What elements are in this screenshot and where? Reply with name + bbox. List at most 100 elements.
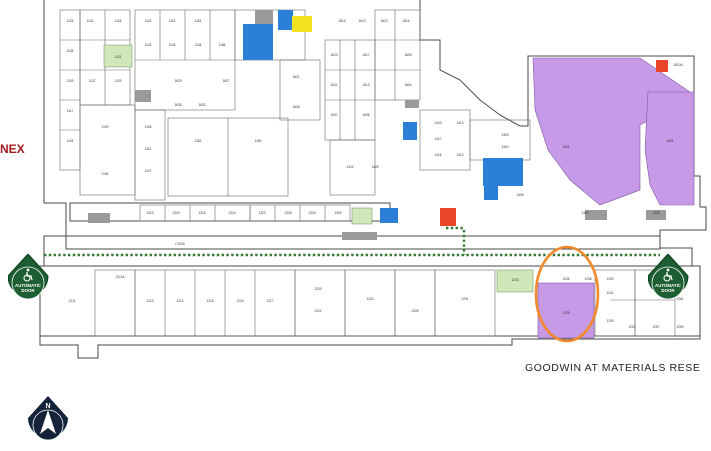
room-label: 1251 xyxy=(628,325,635,329)
room-label: 1322 xyxy=(258,211,265,215)
room-label: 1627 xyxy=(222,79,229,83)
stairs-blue xyxy=(243,10,523,223)
room-label: 1315 xyxy=(198,211,205,215)
room-label: 1326 xyxy=(308,211,315,215)
room-label: 1314 xyxy=(228,211,235,215)
room-label: 1224 xyxy=(366,297,373,301)
room-label: 1217 xyxy=(266,299,273,303)
room-label: 1239 xyxy=(606,277,613,281)
room-label: 1220 xyxy=(314,287,321,291)
room-label: 1213 xyxy=(146,299,153,303)
room-label: 1129 xyxy=(115,79,122,83)
room-label: C1000 xyxy=(175,242,185,246)
north-arrow-icon xyxy=(28,396,68,441)
room-label-layer: 1125 1131 1128 1135 1121 1103 1137 1129 … xyxy=(67,19,684,329)
room-label: 1613 xyxy=(362,83,369,87)
room-label: 1328 xyxy=(284,211,291,215)
room-label: 1103 xyxy=(67,79,74,83)
door-label-line1: AUTOMATIC xyxy=(15,283,41,288)
room-label: 1623 xyxy=(330,53,337,57)
room-label: 1216 xyxy=(236,299,243,303)
room-label: 1241 xyxy=(606,291,613,295)
room-label: 1106 xyxy=(145,125,152,129)
room-label: 1134 xyxy=(195,43,202,47)
room-label: 1107 xyxy=(145,169,152,173)
room-label: 1612 xyxy=(380,19,387,23)
room-label: 1116 xyxy=(169,19,176,23)
room-label: 1121 xyxy=(115,55,122,59)
room-label: 1301 xyxy=(562,145,569,149)
room-label: 1228 xyxy=(411,309,418,313)
room-label: 1117 xyxy=(67,109,74,113)
room-label: 1152 xyxy=(195,139,202,143)
room-label: 1109 xyxy=(102,125,109,129)
room-label: 1310 xyxy=(146,211,153,215)
room-label: 1632 xyxy=(198,103,205,107)
room-label: 1501 xyxy=(666,139,673,143)
room-label: 1150 xyxy=(255,139,262,143)
wheelchair-icon xyxy=(663,268,673,282)
room-label: 1606 xyxy=(362,113,369,117)
green-rooms xyxy=(103,44,534,293)
room-label: 1137 xyxy=(89,79,96,83)
room-label: 1628 xyxy=(292,105,299,109)
room-label: 1300 xyxy=(334,211,341,215)
room-label: 1303 xyxy=(501,133,508,137)
room-label: 1105 xyxy=(102,172,109,176)
lecture-hall xyxy=(532,57,695,339)
room-label: 1410 xyxy=(456,153,463,157)
restroom-room xyxy=(292,16,312,32)
elevator-rooms xyxy=(440,60,668,226)
room-label: 1236 xyxy=(562,277,569,281)
automatic-door-left[interactable]: AUTOMATIC DOOR xyxy=(7,253,56,304)
room-label: 1417 xyxy=(434,137,441,141)
room-label: 1145 xyxy=(169,43,176,47)
room-label: 1261 xyxy=(676,297,683,301)
door-label-line2: DOOR xyxy=(661,288,675,293)
room-label: 1629 xyxy=(174,79,181,83)
room-label: 1222 xyxy=(314,309,321,313)
room-label: 1211A xyxy=(116,275,126,279)
room-label: 1308 xyxy=(652,211,659,215)
room-label: 1231 xyxy=(461,297,468,301)
automatic-door-right[interactable]: AUTOMATIC DOOR xyxy=(647,253,696,304)
room-label: 1605 xyxy=(404,53,411,57)
room-label: 1257 xyxy=(652,325,659,329)
room-label: 1186 xyxy=(219,43,226,47)
room-label: 1426 xyxy=(371,165,378,169)
stairwells xyxy=(88,10,666,240)
room-label: 1110 xyxy=(145,147,152,151)
room-label: 1215 xyxy=(206,299,213,303)
room-label: 1610 xyxy=(358,19,365,23)
room-label: 1142 xyxy=(145,43,152,47)
room-label: 1306 xyxy=(581,211,588,215)
room-label: 1259 xyxy=(676,325,683,329)
highlight-circle xyxy=(534,245,600,343)
room-label: 1607 xyxy=(330,113,337,117)
north-label: N xyxy=(45,403,51,410)
north-compass: N xyxy=(24,396,72,446)
room-label: 1621 xyxy=(292,75,299,79)
room-label: 1510A xyxy=(673,63,683,67)
room-label: 1122 xyxy=(145,19,152,23)
room-label: 1617 xyxy=(362,53,369,57)
annex-label: NEX xyxy=(0,142,25,156)
room-label: 1420 xyxy=(434,121,441,125)
room-label: 1235 xyxy=(562,311,569,315)
room-label: 1214 xyxy=(176,299,183,303)
room-label: 1319 xyxy=(172,211,179,215)
building-name-label: GOODWIN AT MATERIALS RESE xyxy=(525,362,701,374)
room-label: 1305 xyxy=(516,193,523,197)
wheelchair-icon xyxy=(23,268,33,282)
interior-walls xyxy=(59,9,676,337)
room-label: 1131 xyxy=(87,19,94,23)
door-label-line1: AUTOMATIC xyxy=(655,283,681,288)
room-label: 1135 xyxy=(67,49,74,53)
accessible-route xyxy=(44,226,660,257)
room-label: 1128 xyxy=(115,19,122,23)
room-label: 1614 xyxy=(338,19,345,23)
room-label: 1233 xyxy=(511,278,518,282)
room-label: 1611 xyxy=(331,83,338,87)
room-label: 1104 xyxy=(67,139,74,143)
